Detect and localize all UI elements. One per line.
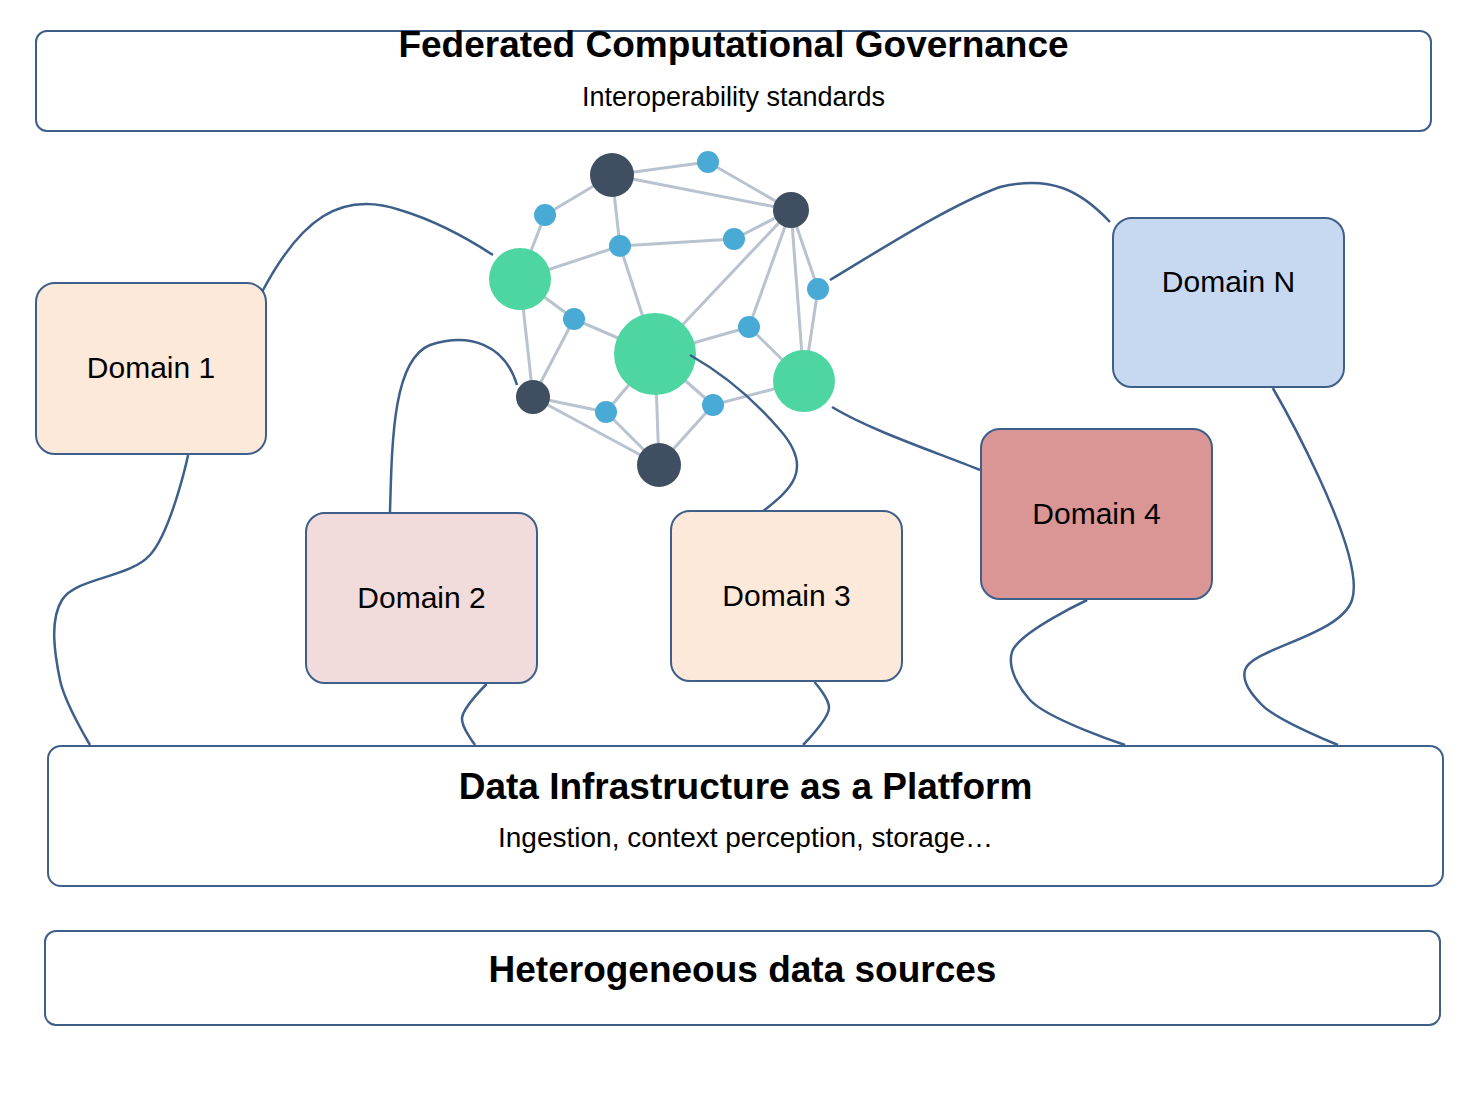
connector-line — [462, 684, 487, 745]
network-point — [697, 151, 719, 173]
network-core — [614, 313, 696, 395]
network-point — [807, 278, 829, 300]
connector-line — [54, 455, 188, 745]
network-link — [620, 239, 734, 246]
network-wire — [690, 355, 797, 512]
node-subtitle: Interoperability standards — [37, 81, 1430, 113]
node-label: Domain 3 — [672, 578, 901, 614]
domain-box: Domain 4 — [980, 428, 1213, 600]
connector-line — [1244, 388, 1353, 745]
node-label: Domain 2 — [307, 580, 536, 616]
domain-box: Domain N — [1112, 217, 1345, 388]
network-hub — [637, 443, 681, 487]
network-point — [702, 394, 724, 416]
network-point — [563, 308, 585, 330]
network-point — [595, 401, 617, 423]
network-point — [609, 235, 631, 257]
network-point — [738, 316, 760, 338]
network-wire — [832, 407, 980, 470]
network-wire — [830, 183, 1110, 280]
node-label: Data Infrastructure as a Platform — [49, 765, 1442, 809]
node-label: Domain 1 — [37, 350, 265, 386]
network-hub — [516, 380, 550, 414]
network-wire — [262, 204, 493, 292]
domain-box: Domain 2 — [305, 512, 538, 684]
node-label: Federated Computational Governance — [37, 23, 1430, 67]
domain-box: Domain 3 — [670, 510, 903, 682]
network-wire — [390, 340, 517, 512]
network-nodes — [489, 151, 835, 487]
network-point — [534, 204, 556, 226]
node-label: Domain N — [1114, 264, 1343, 300]
network-core — [773, 350, 835, 412]
connector-line — [1011, 600, 1125, 745]
network-core — [489, 248, 551, 310]
node-label: Domain 4 — [982, 496, 1211, 532]
network-link — [749, 210, 791, 327]
connector-line — [803, 682, 829, 745]
domain-box: Domain 1 — [35, 282, 267, 455]
platform-band: Data Infrastructure as a PlatformIngesti… — [47, 745, 1444, 887]
network-point — [723, 228, 745, 250]
network-links — [520, 162, 818, 465]
network-hub — [773, 192, 809, 228]
network-hub — [590, 153, 634, 197]
node-subtitle: Ingestion, context perception, storage… — [49, 821, 1442, 855]
governance-band: Federated Computational GovernanceIntero… — [35, 30, 1432, 132]
network-link — [612, 175, 791, 210]
node-label: Heterogeneous data sources — [46, 948, 1439, 992]
source-band: Heterogeneous data sources — [44, 930, 1441, 1026]
